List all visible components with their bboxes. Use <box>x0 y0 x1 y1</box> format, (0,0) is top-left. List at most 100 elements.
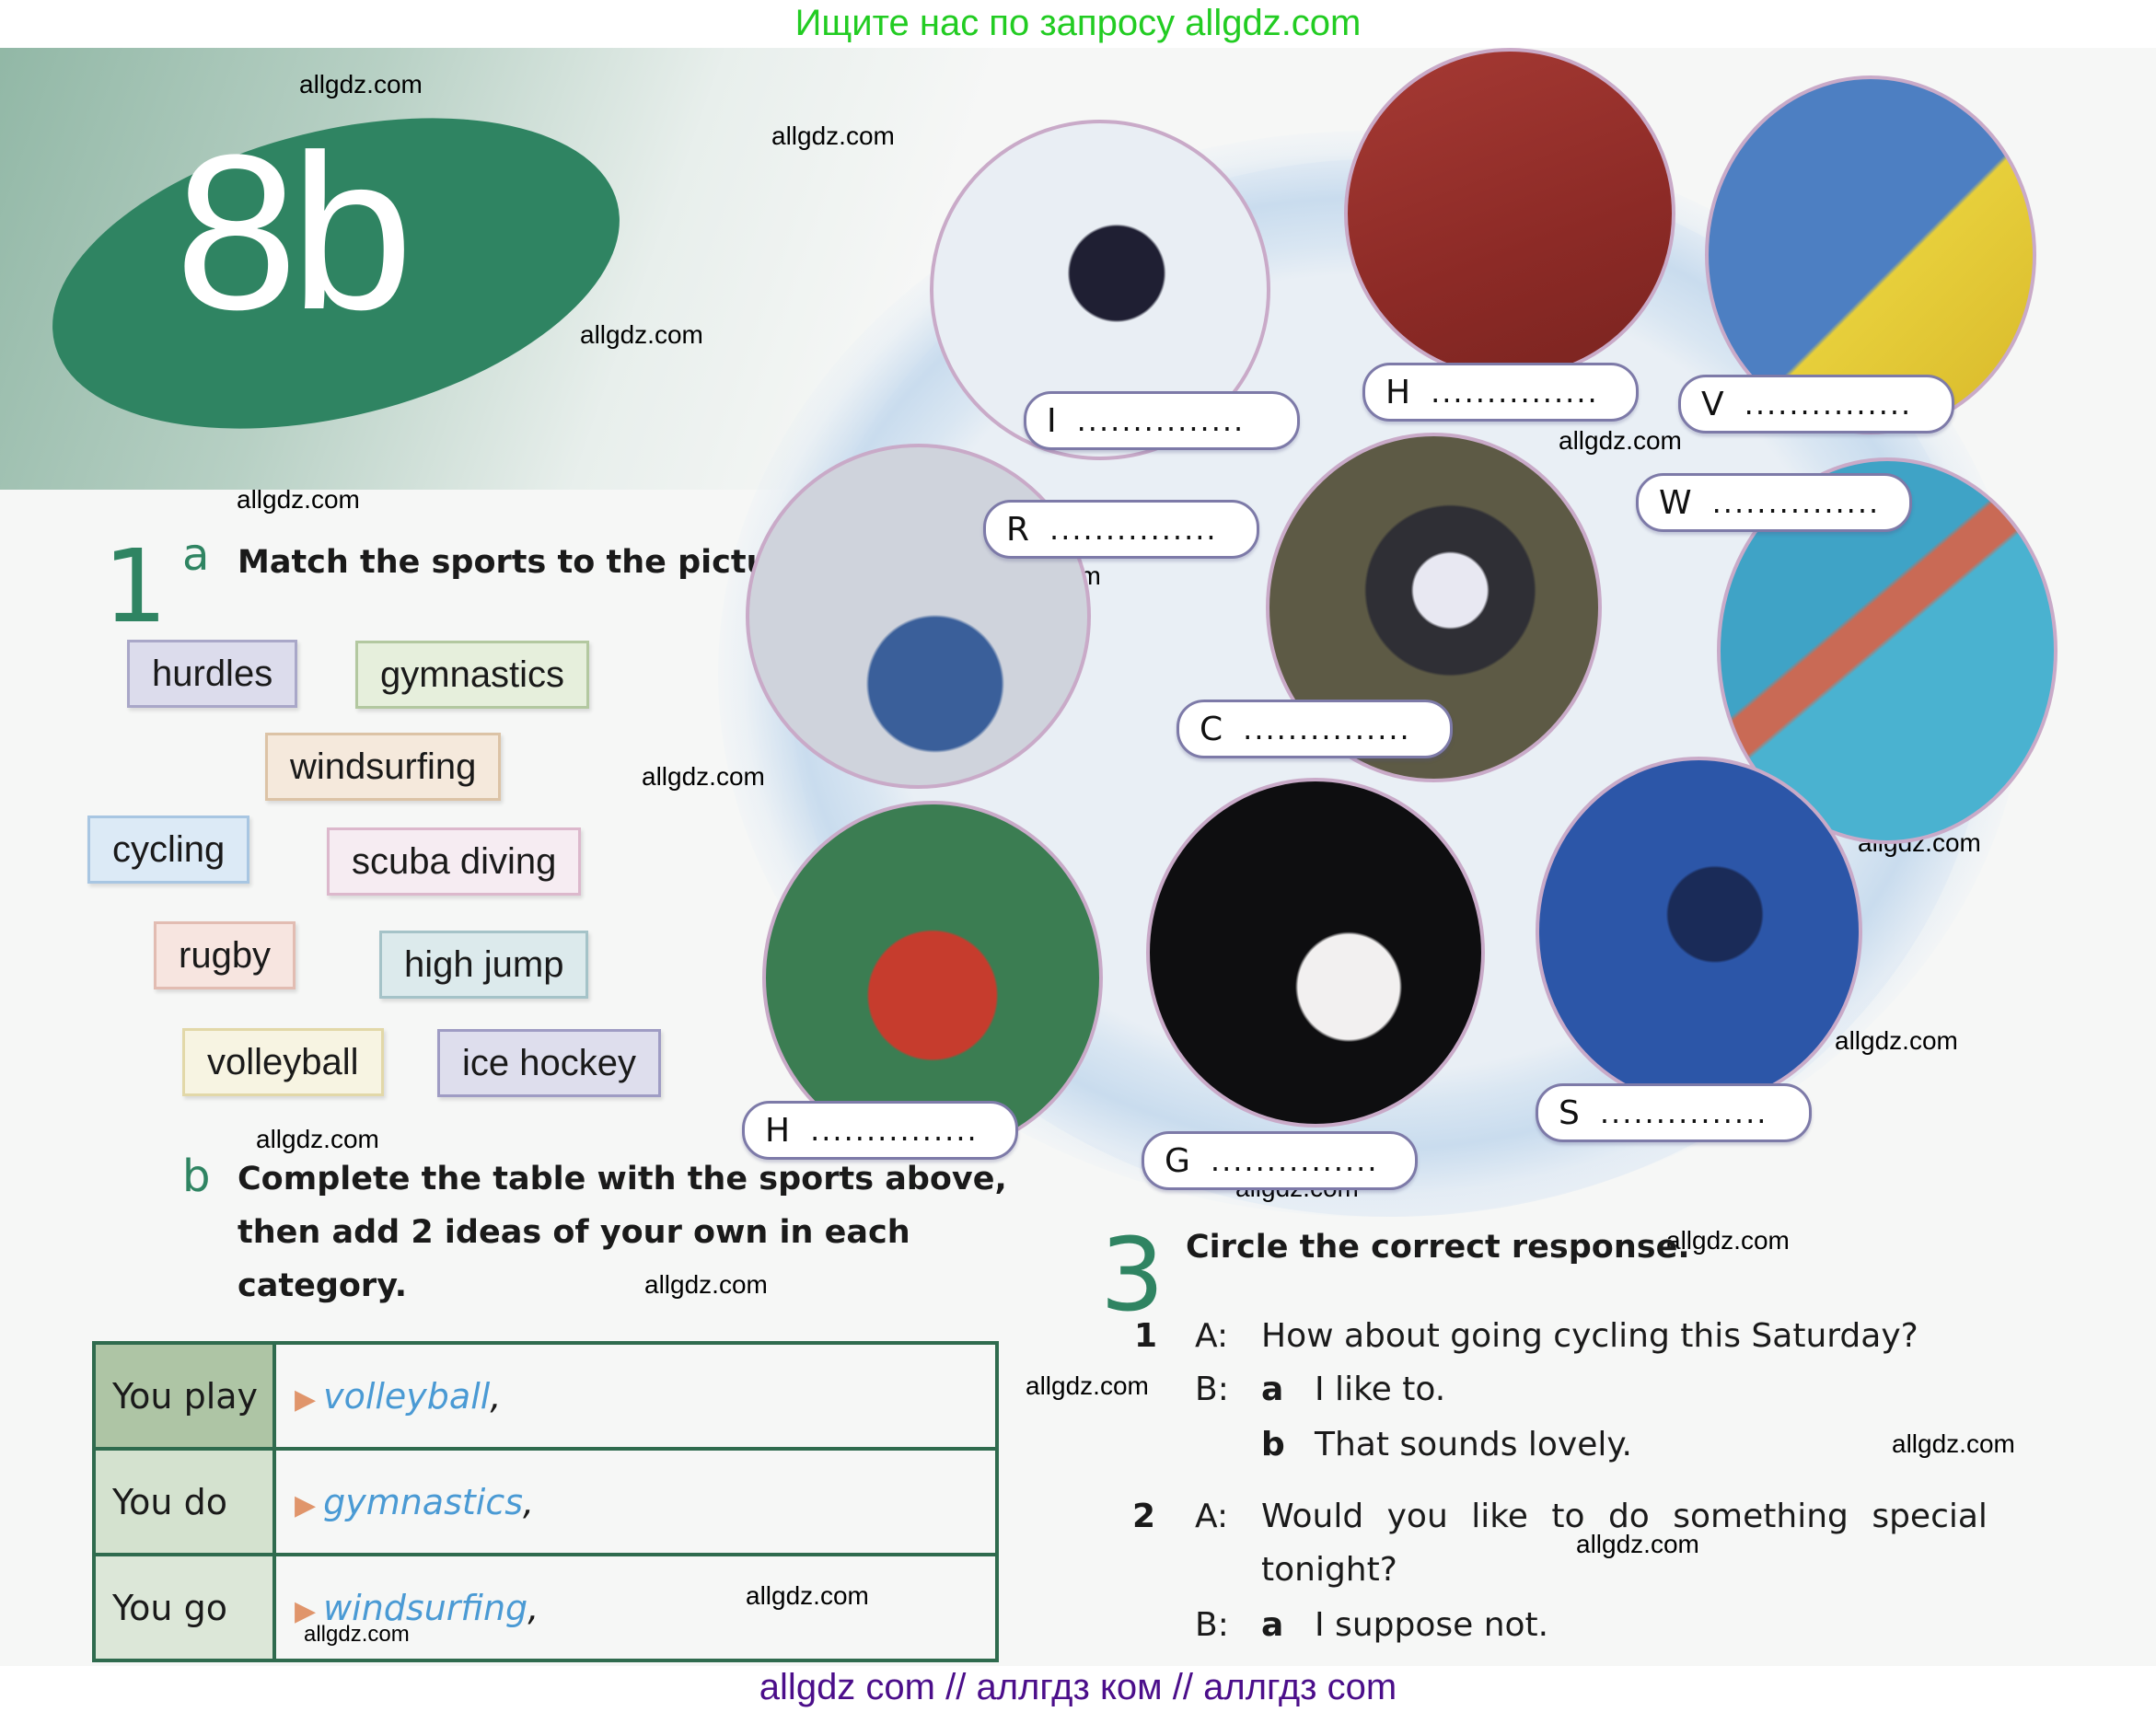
item-number: 2 <box>1132 1498 1156 1535</box>
answer-cell[interactable]: ▶gymnastics, <box>272 1447 999 1556</box>
speaker-b: B: <box>1195 1371 1229 1408</box>
photo-scuba-diving <box>1536 757 1862 1106</box>
option-text[interactable]: I suppose not. <box>1315 1606 1549 1644</box>
option-letter[interactable]: a <box>1261 1371 1284 1408</box>
option-letter[interactable]: b <box>1261 1426 1285 1463</box>
answer-pill-high-jump[interactable]: H ............... <box>742 1101 1018 1160</box>
option-letter[interactable]: a <box>1261 1606 1284 1644</box>
answer-field[interactable]: ............... <box>1049 512 1218 547</box>
answer-field[interactable]: ............... <box>1599 1095 1768 1130</box>
watermark: allgdz.com <box>237 485 360 514</box>
triangle-bullet-icon: ▶ <box>295 1594 317 1627</box>
sport-tag-cycling[interactable]: cycling <box>87 816 250 884</box>
answer-pill-scuba-diving[interactable]: S ............... <box>1536 1083 1812 1142</box>
exercise-1a-letter: a <box>182 529 210 581</box>
answer-letter: G <box>1165 1141 1190 1180</box>
answer-letter: H <box>765 1111 791 1150</box>
sport-tag-windsurfing[interactable]: windsurfing <box>265 733 502 801</box>
answer-pill-rugby[interactable]: R ............... <box>983 500 1259 559</box>
table-row: You go ▶windsurfing, <box>92 1553 999 1662</box>
speaker-b: B: <box>1195 1606 1229 1644</box>
triangle-bullet-icon: ▶ <box>295 1382 317 1416</box>
top-watermark-banner: Ищите нас по запросу allgdz.com <box>0 0 2156 48</box>
exercise-1b-instruction-line-1: Complete the table with the sports above… <box>238 1161 1007 1197</box>
sport-tag-gymnastics[interactable]: gymnastics <box>355 641 590 709</box>
exercise-1-number: 1 <box>103 527 168 645</box>
answer-cell[interactable]: ▶volleyball, <box>272 1341 999 1451</box>
category-cell: You go <box>92 1553 276 1662</box>
sports-category-table: You play ▶volleyball, You do ▶gymnastics… <box>92 1341 999 1662</box>
option-text[interactable]: That sounds lovely. <box>1315 1426 1632 1463</box>
example-sport: gymnastics <box>323 1481 524 1522</box>
example-sport: windsurfing <box>323 1587 528 1628</box>
category-cell: You do <box>92 1447 276 1556</box>
unit-number: 8b <box>175 109 413 355</box>
question-text-line-1: Would you like to do something special <box>1261 1498 1988 1535</box>
watermark: allgdz.com <box>1576 1530 1699 1558</box>
answer-letter: W <box>1659 483 1692 522</box>
triangle-bullet-icon: ▶ <box>295 1488 317 1521</box>
speaker-a: A: <box>1195 1498 1229 1535</box>
answer-pill-ice-hockey[interactable]: I ............... <box>1024 391 1300 450</box>
answer-letter: R <box>1006 510 1030 549</box>
exercise-1b-instruction-line-2: then add 2 ideas of your own in each <box>238 1214 910 1251</box>
photo-high-jump <box>762 801 1103 1155</box>
exercise-3-instruction: Circle the correct response. <box>1186 1229 1690 1266</box>
answer-pill-hurdles[interactable]: H ............... <box>1362 363 1639 422</box>
option-text[interactable]: I like to. <box>1315 1371 1446 1408</box>
watermark: allgdz.com <box>1835 1026 1958 1055</box>
sport-tag-rugby[interactable]: rugby <box>154 921 296 989</box>
answer-letter: I <box>1047 401 1057 440</box>
question-text-line-2: tonight? <box>1261 1551 1397 1589</box>
photo-gymnastics <box>1146 778 1485 1128</box>
watermark: allgdz.com <box>771 121 895 150</box>
exercise-3-number: 3 <box>1100 1216 1165 1334</box>
table-row: You play ▶volleyball, <box>92 1341 999 1451</box>
answer-letter: S <box>1559 1093 1580 1132</box>
sport-tag-high-jump[interactable]: high jump <box>379 931 589 999</box>
answer-letter: C <box>1200 710 1223 748</box>
photo-rugby <box>746 444 1091 789</box>
exercise-1b-instruction-line-3: category. <box>238 1267 408 1304</box>
bottom-banner-text: allgdz com // аллгдз ком // аллгдз com <box>759 1667 1397 1707</box>
sport-tag-hurdles[interactable]: hurdles <box>127 640 298 708</box>
top-banner-text: Ищите нас по запросу allgdz.com <box>794 3 1362 43</box>
speaker-a: A: <box>1195 1317 1229 1355</box>
watermark: allgdz.com <box>1559 426 1682 455</box>
answer-letter: H <box>1385 373 1411 411</box>
watermark: allgdz.com <box>644 1270 768 1299</box>
answer-field[interactable]: ............... <box>1744 387 1913 422</box>
answer-letter: V <box>1701 385 1724 423</box>
exercise-1b-letter: b <box>182 1151 211 1202</box>
answer-field[interactable]: ............... <box>810 1113 979 1148</box>
answer-pill-gymnastics[interactable]: G ............... <box>1142 1131 1418 1190</box>
example-sport: volleyball <box>323 1375 491 1417</box>
watermark: allgdz.com <box>1892 1429 2015 1458</box>
sport-tag-ice-hockey[interactable]: ice hockey <box>437 1029 661 1097</box>
answer-cell[interactable]: ▶windsurfing, <box>272 1553 999 1662</box>
answer-field[interactable]: ............... <box>1076 403 1246 438</box>
category-cell: You play <box>92 1341 276 1451</box>
watermark: allgdz.com <box>299 70 423 98</box>
bottom-watermark-banner: allgdz com // аллгдз ком // аллгдз com <box>0 1666 2156 1712</box>
watermark: allgdz.com <box>580 320 703 349</box>
item-number: 1 <box>1134 1317 1158 1355</box>
watermark: allgdz.com <box>256 1125 379 1153</box>
watermark: allgdz.com <box>642 762 765 791</box>
answer-field[interactable]: ............... <box>1711 485 1881 520</box>
watermark: allgdz.com <box>1026 1371 1149 1400</box>
answer-field[interactable]: ............... <box>1431 375 1599 410</box>
watermark: allgdz.com <box>1666 1226 1790 1255</box>
sport-tag-scuba-diving[interactable]: scuba diving <box>327 827 582 896</box>
textbook-page: 8b allgdz.com allgdz.com allgdz.com allg… <box>0 48 2156 1666</box>
answer-field[interactable]: ............... <box>1210 1143 1379 1178</box>
answer-pill-windsurfing[interactable]: W ............... <box>1636 473 1912 532</box>
answer-field[interactable]: ............... <box>1243 711 1411 746</box>
photo-hurdles <box>1344 48 1675 379</box>
answer-pill-cycling[interactable]: C ............... <box>1177 700 1453 758</box>
question-text: How about going cycling this Saturday? <box>1261 1317 1918 1355</box>
answer-pill-volleyball[interactable]: V ............... <box>1678 375 1954 434</box>
sport-tag-volleyball[interactable]: volleyball <box>182 1028 384 1096</box>
table-row: You do ▶gymnastics, <box>92 1447 999 1556</box>
exercise-1a-instruction: Match the sports to the pictures. <box>238 544 839 581</box>
